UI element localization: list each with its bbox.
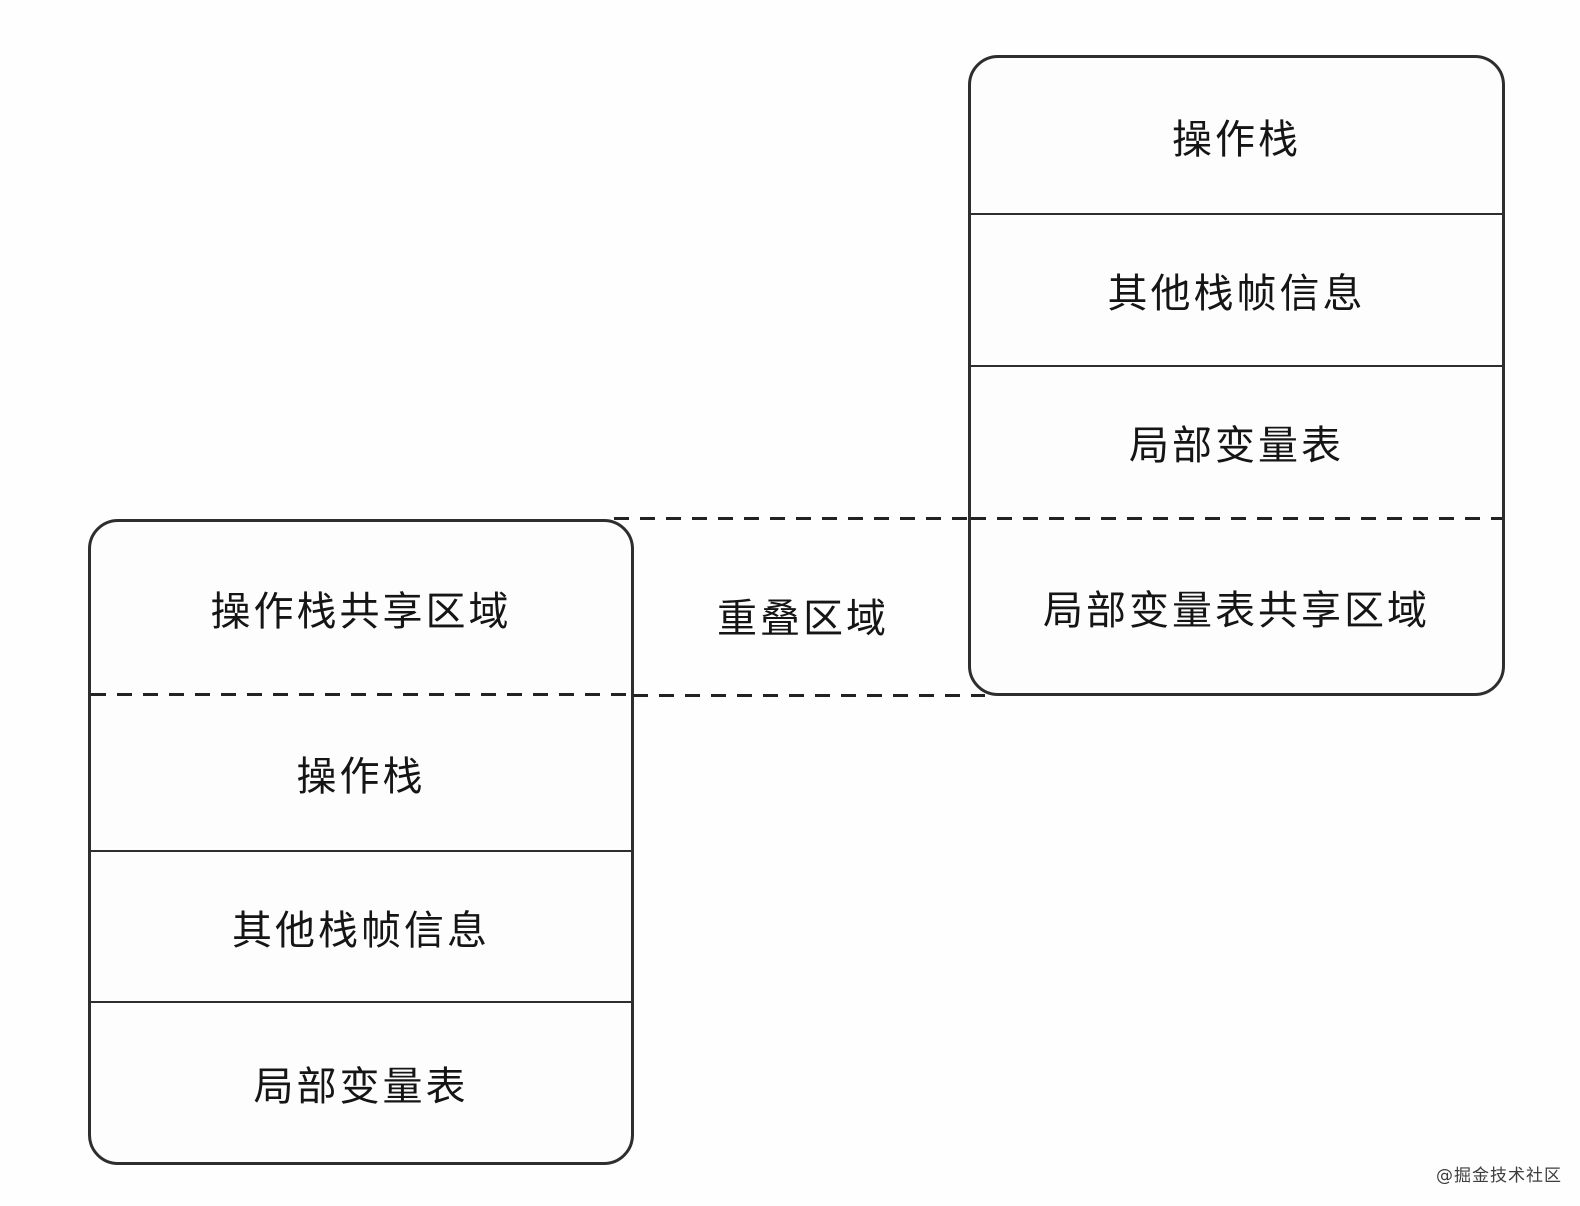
right-frame-section-operand-stack: 操作栈 [1172, 116, 1301, 163]
right-frame-divider-1 [971, 213, 1502, 215]
overlap-region-label: 重叠区域 [717, 596, 889, 642]
left-frame-section-local-variable-table: 局部变量表 [253, 1063, 469, 1110]
dashed-connector-bottom [633, 694, 985, 697]
left-frame-dashed-divider [91, 693, 631, 696]
dashed-connector-top [614, 517, 968, 520]
right-frame-section-local-variable-table: 局部变量表 [1129, 423, 1344, 469]
right-frame-section-other-frame-info: 其他栈帧信息 [1107, 271, 1366, 317]
right-stack-frame-box: 操作栈 其他栈帧信息 局部变量表 局部变量表共享区域 [968, 55, 1505, 696]
left-frame-divider-1 [91, 850, 631, 852]
right-frame-section-local-variable-shared-region: 局部变量表共享区域 [1043, 587, 1430, 634]
left-stack-frame-box: 操作栈共享区域 操作栈 其他栈帧信息 局部变量表 [88, 519, 634, 1165]
watermark-text: @掘金技术社区 [1436, 1166, 1562, 1186]
right-frame-divider-2 [971, 365, 1502, 367]
left-frame-section-operand-stack-shared-region: 操作栈共享区域 [210, 588, 512, 635]
left-frame-divider-2 [91, 1001, 631, 1003]
left-frame-section-other-frame-info: 其他栈帧信息 [232, 907, 490, 954]
right-frame-dashed-divider [971, 517, 1502, 520]
left-frame-section-operand-stack: 操作栈 [296, 754, 426, 800]
